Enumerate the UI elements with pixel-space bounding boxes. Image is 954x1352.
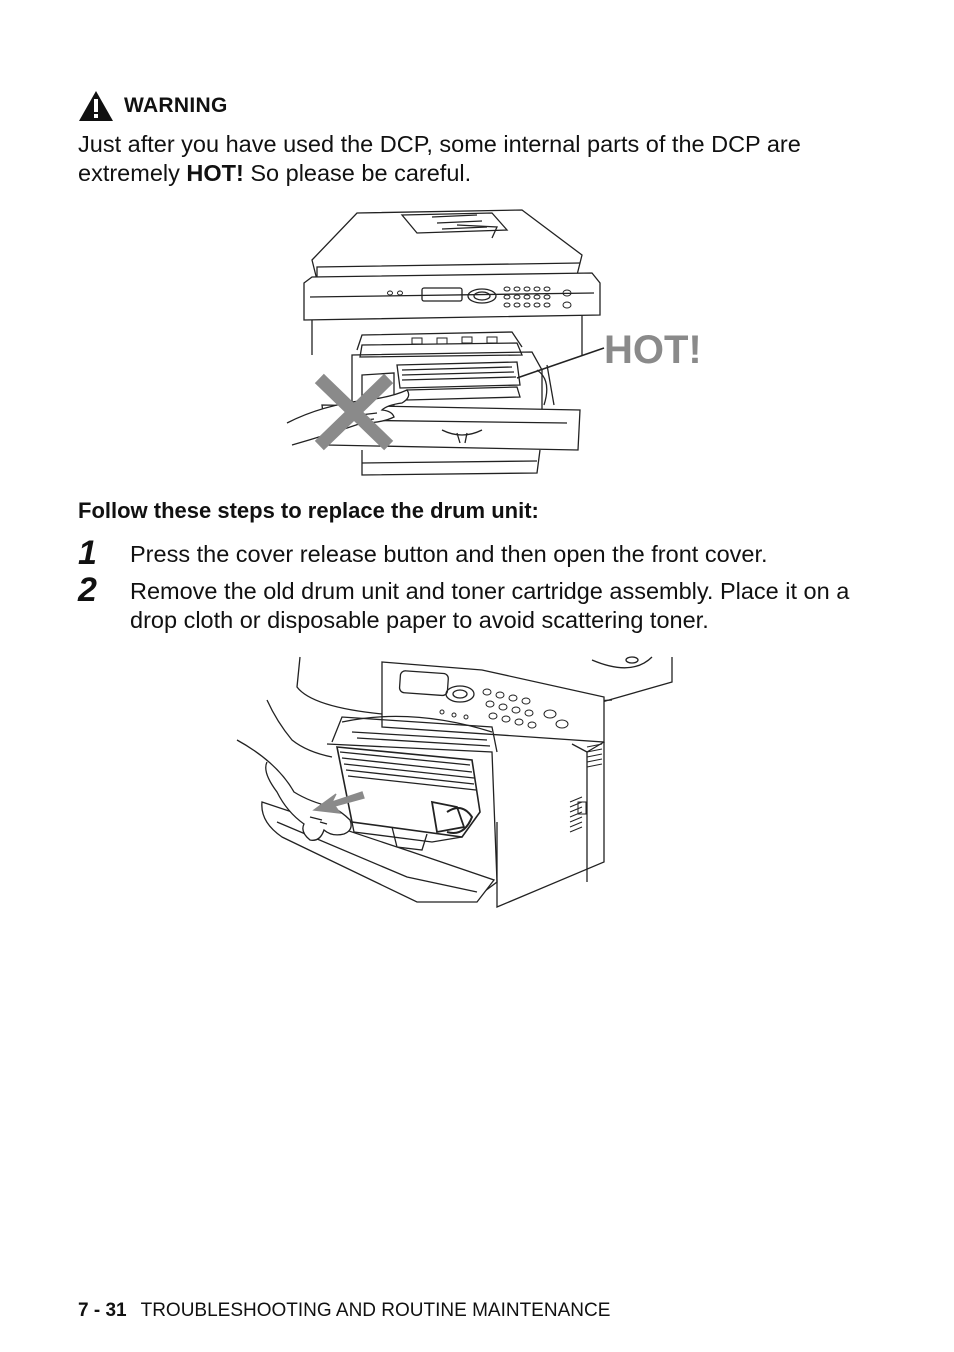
step-1: 1 Press the cover release button and the… (78, 534, 848, 572)
step-number: 2 (78, 571, 97, 609)
hot-warning-illustration: HOT! (286, 209, 702, 476)
section-title: TROUBLESHOOTING AND ROUTINE MAINTENANCE (140, 1300, 611, 1321)
warning-title: WARNING (124, 94, 228, 117)
hot-callout-label: HOT! (604, 328, 702, 372)
warning-text: Just after you have used the DCP, some i… (78, 131, 801, 186)
warning-triangle-icon (79, 91, 113, 121)
step-text: Press the cover release button and then … (130, 541, 768, 567)
step-number: 1 (78, 534, 97, 572)
drum-removal-illustration (236, 656, 673, 908)
step-text: Remove the old drum unit and toner cartr… (130, 578, 850, 633)
page-footer: 7 - 31 TROUBLESHOOTING AND ROUTINE MAINTE… (78, 1300, 610, 1322)
steps-heading: Follow these steps to replace the drum u… (78, 498, 539, 523)
step-2: 2 Remove the old drum unit and toner car… (78, 571, 850, 637)
hot-emphasis: HOT! (186, 160, 244, 186)
page-number: 7 - 31 (78, 1300, 127, 1321)
